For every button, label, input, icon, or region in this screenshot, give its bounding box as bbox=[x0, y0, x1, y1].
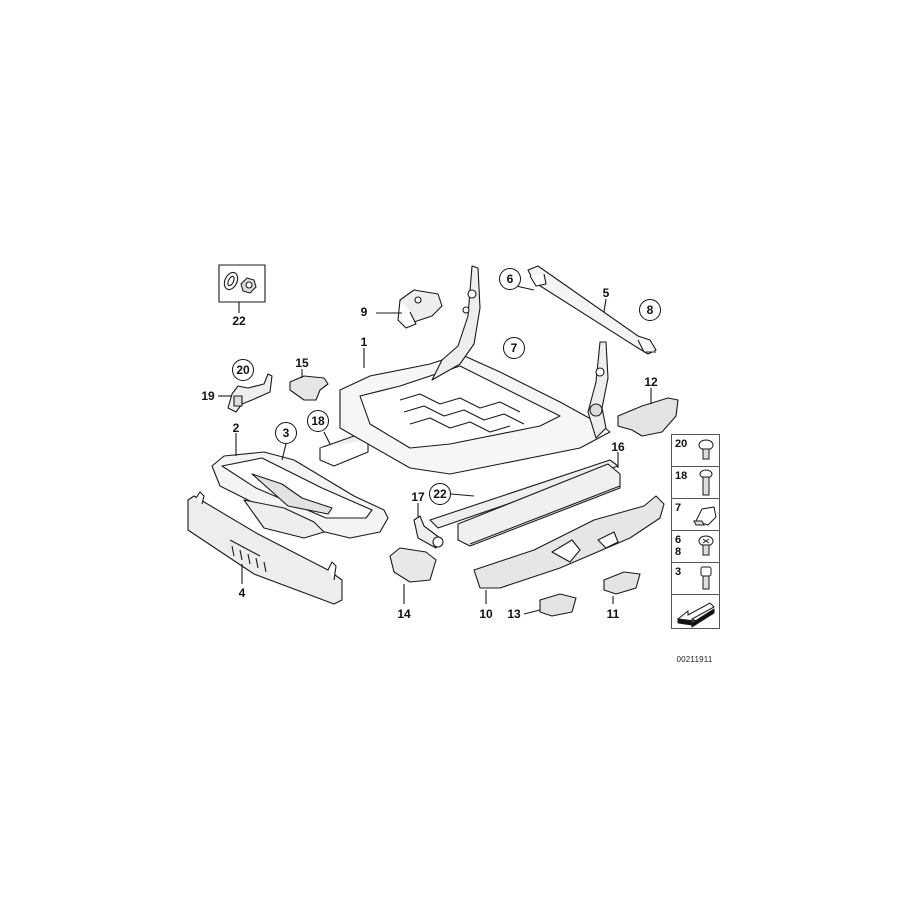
part-10-side-trim bbox=[473, 495, 665, 604]
legend-item-direction bbox=[672, 595, 719, 628]
callout-11: 11 bbox=[606, 607, 620, 621]
callout-15: 15 bbox=[295, 356, 309, 370]
callout-19: 19 bbox=[201, 389, 215, 403]
part-16-track-rail bbox=[429, 452, 621, 547]
round-head-screw-icon bbox=[698, 439, 714, 460]
callout-7: 7 bbox=[503, 337, 525, 359]
callout-10: 10 bbox=[479, 607, 493, 621]
legend-label: 6 8 bbox=[675, 534, 682, 558]
callout-4: 4 bbox=[238, 586, 246, 600]
phillips-screw-icon bbox=[698, 535, 714, 556]
callout-6: 6 bbox=[499, 268, 521, 290]
legend-label: 7 bbox=[675, 502, 682, 514]
hardware-legend: 20 18 7 6 8 3 bbox=[671, 434, 720, 629]
callout-12: 12 bbox=[644, 375, 658, 389]
part-11-knob bbox=[603, 571, 641, 604]
legend-label: 18 bbox=[675, 470, 688, 482]
legend-item-20: 20 bbox=[672, 435, 719, 467]
callout-20: 20 bbox=[232, 359, 254, 381]
callout-8: 8 bbox=[639, 299, 661, 321]
legend-item-3: 3 bbox=[672, 563, 719, 595]
socket-cap-screw-icon bbox=[700, 566, 712, 590]
callout-18: 18 bbox=[307, 410, 329, 432]
part-9-bracket bbox=[376, 289, 443, 329]
part-12-cover bbox=[617, 388, 679, 437]
part-2-seat-pan bbox=[211, 433, 389, 539]
part-15-handle-cap bbox=[289, 369, 329, 401]
legend-item-7: 7 bbox=[672, 499, 719, 531]
front-direction-arrow-icon bbox=[676, 602, 715, 628]
callout-3: 3 bbox=[275, 422, 297, 444]
legend-label: 3 bbox=[675, 566, 682, 578]
callout-5: 5 bbox=[602, 286, 610, 300]
part-13-knob bbox=[523, 593, 577, 617]
part-17-clip bbox=[413, 503, 444, 549]
leader-22 bbox=[450, 493, 475, 497]
callout-9: 9 bbox=[360, 305, 368, 319]
callout-16: 16 bbox=[611, 440, 625, 454]
callout-22-box: 22 bbox=[232, 314, 246, 328]
part-22-washer-nut bbox=[218, 264, 266, 313]
callout-1: 1 bbox=[360, 335, 368, 349]
callout-17: 17 bbox=[411, 490, 425, 504]
part-5-crossbar bbox=[515, 265, 657, 355]
long-screw-icon bbox=[699, 469, 713, 496]
part-14-trim-cap bbox=[389, 547, 437, 604]
callout-22: 22 bbox=[429, 483, 451, 505]
part-19-bracket bbox=[218, 373, 273, 413]
callout-2: 2 bbox=[232, 421, 240, 435]
legend-item-18: 18 bbox=[672, 467, 719, 499]
legend-label: 20 bbox=[675, 438, 688, 450]
legend-item-6-8: 6 8 bbox=[672, 531, 719, 563]
clip-nut-icon bbox=[693, 506, 717, 526]
callout-14: 14 bbox=[397, 607, 411, 621]
part-4-front-trim bbox=[187, 491, 343, 605]
part-1-seat-frame bbox=[339, 265, 611, 475]
drawing-number: 00211911 bbox=[676, 655, 713, 664]
callout-13: 13 bbox=[507, 607, 521, 621]
